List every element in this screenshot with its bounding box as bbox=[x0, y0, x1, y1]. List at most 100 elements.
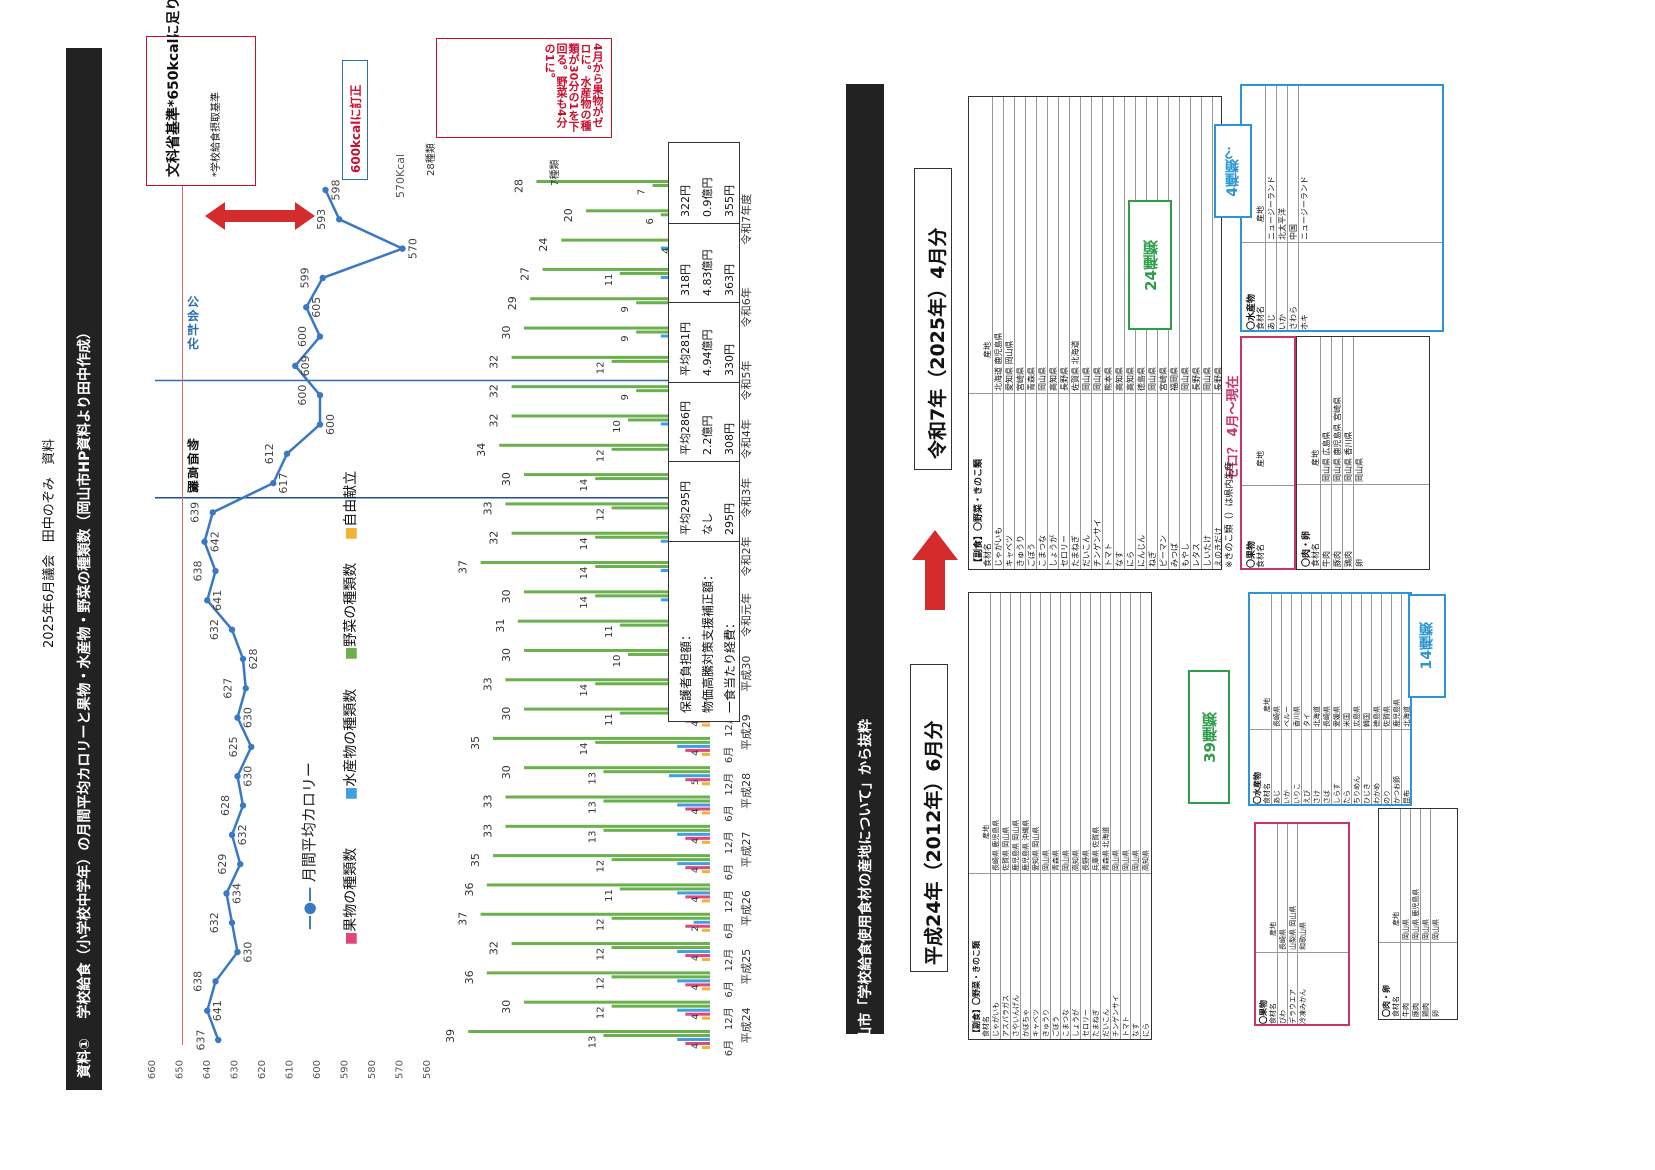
bar-野菜の種類数 bbox=[595, 682, 710, 686]
vegetable-label: 14 bbox=[579, 596, 590, 609]
food-name-cell: 冷凍みかん bbox=[1299, 989, 1307, 1024]
year-tick-label: 平成28 bbox=[740, 773, 753, 809]
calorie-point bbox=[234, 948, 241, 956]
table-row-line bbox=[1069, 97, 1070, 569]
bar-野菜の種類数 bbox=[595, 477, 710, 481]
table-row-line bbox=[1070, 593, 1071, 1039]
table-row-line bbox=[1014, 97, 1015, 569]
vegetable-label: 12 bbox=[596, 977, 607, 990]
calorie-point bbox=[319, 274, 326, 282]
table-row-line bbox=[1025, 97, 1026, 569]
seafood-label: 4 bbox=[691, 955, 701, 961]
bar-果物の種類数 bbox=[685, 954, 710, 958]
table-row-line bbox=[1298, 86, 1299, 330]
table-row-line bbox=[1102, 97, 1103, 569]
legend-seafood: ■水産物の種類数 bbox=[343, 688, 359, 800]
table-row-line bbox=[1400, 809, 1401, 1019]
bar-total-label: 32 bbox=[488, 941, 501, 955]
table-row-line bbox=[1080, 593, 1081, 1039]
vegetable-label: 13 bbox=[587, 830, 598, 843]
table-col-line bbox=[1242, 485, 1294, 487]
calorie-point bbox=[228, 919, 236, 926]
table-row-line bbox=[1351, 594, 1352, 804]
bar-果物の種類数 bbox=[685, 748, 710, 752]
header-session-line: 2025年6月議会 田中のぞみ 資料 bbox=[38, 439, 57, 648]
calorie-value-label: 641 bbox=[211, 590, 224, 611]
vegetable-label: 12 bbox=[596, 948, 607, 961]
bar-total-label: 30 bbox=[500, 472, 513, 486]
calorie-point bbox=[237, 860, 244, 868]
vegetable-label: 6 bbox=[645, 218, 656, 224]
y-tick-label: 640 bbox=[202, 1060, 213, 1079]
month-tick-label: 6月 bbox=[723, 1040, 735, 1056]
bar-その他 bbox=[480, 561, 710, 565]
calorie-value-label: 632 bbox=[208, 912, 221, 933]
year-tick-label: 令和5年 bbox=[739, 361, 753, 401]
table-row-line bbox=[1353, 337, 1354, 569]
vegetable-label: 10 bbox=[612, 420, 623, 433]
bar-自由献立 bbox=[701, 870, 710, 874]
table-row-line bbox=[1036, 97, 1037, 569]
bar-total-label: 27 bbox=[519, 267, 532, 281]
seafood-label: 5 bbox=[691, 779, 701, 785]
table-row-line bbox=[1100, 593, 1101, 1039]
bar-野菜の種類数 bbox=[611, 1004, 710, 1008]
calorie-value-label: 600 bbox=[296, 385, 309, 406]
header-author: 田中のぞみ bbox=[42, 477, 57, 543]
calorie-value-label: 612 bbox=[263, 443, 276, 464]
bar-その他 bbox=[561, 238, 710, 242]
calorie-point bbox=[242, 685, 249, 692]
bar-水産物の種類数 bbox=[677, 1038, 710, 1041]
vegetable-label: 12 bbox=[596, 449, 607, 462]
bar-total-label: 34 bbox=[475, 443, 488, 457]
bar-total-label: 24 bbox=[537, 238, 550, 252]
table-row-line bbox=[990, 593, 991, 1039]
y-tick-label: 650 bbox=[175, 1060, 186, 1079]
table-row-line bbox=[1321, 594, 1322, 804]
month-tick-label: 6月 bbox=[723, 747, 735, 763]
cost-cell: 363円 bbox=[723, 264, 736, 297]
bar-total-label: 32 bbox=[488, 413, 501, 427]
origin-cell: ニュージーランド bbox=[1300, 175, 1309, 240]
bar-自由献立 bbox=[701, 987, 710, 991]
count-veg-r7: 24種類 bbox=[1128, 200, 1172, 330]
table-row-line bbox=[1168, 97, 1169, 569]
bar-果物の種類数 bbox=[685, 866, 710, 870]
calorie-value-label: 638 bbox=[192, 561, 205, 582]
calorie-point bbox=[234, 714, 241, 721]
bar-total-label: 37 bbox=[457, 912, 470, 926]
food-name-cell: ホキ bbox=[1300, 314, 1309, 330]
table-col-line bbox=[1379, 942, 1457, 944]
bar-自由献立 bbox=[701, 1046, 710, 1049]
vegetable-label: 9 bbox=[620, 335, 631, 341]
table-row-line bbox=[992, 97, 993, 569]
panel2-title-bar: 資料② 岡山市「学校給食使用食材の産地について」から抜粋 bbox=[846, 84, 884, 1114]
table-row-line bbox=[1179, 97, 1180, 569]
cost-cell: 295円 bbox=[723, 503, 736, 535]
year-tick-label: 令和6年 bbox=[739, 287, 753, 327]
count-sea-h24: 14種類 bbox=[1408, 594, 1446, 698]
origin-cell: 北海道 bbox=[1403, 705, 1411, 727]
bar-野菜の種類数 bbox=[611, 359, 710, 363]
month-tick-label: 12月 bbox=[723, 773, 735, 796]
panel1-title-bar: 資料① 学校給食（小学校中学年）の月間平均カロリーと果物・水産物・野菜の種類数（… bbox=[66, 48, 102, 1090]
bar-果物の種類数 bbox=[685, 807, 710, 811]
month-tick-label: 12月 bbox=[723, 1007, 735, 1030]
table-row-line bbox=[1297, 824, 1298, 1024]
table-row-line bbox=[1287, 86, 1288, 330]
table-row-line bbox=[1040, 593, 1041, 1039]
calorie-point bbox=[228, 626, 236, 633]
y-tick-label: 580 bbox=[367, 1060, 378, 1079]
bar-total-label: 30 bbox=[500, 765, 513, 779]
cost-cell: 平均281円 bbox=[679, 321, 692, 376]
table-row-line bbox=[1091, 97, 1092, 569]
table-row-line bbox=[1276, 86, 1277, 330]
vegetable-label: 12 bbox=[596, 1006, 607, 1019]
y-tick-label: 570 bbox=[395, 1060, 406, 1079]
table-col-line bbox=[1256, 952, 1348, 954]
calorie-point bbox=[270, 479, 277, 487]
y-tick-label: 600 bbox=[312, 1060, 323, 1079]
calorie-value-label: 600 bbox=[296, 326, 309, 347]
calorie-point bbox=[399, 245, 406, 252]
vegetable-label: 13 bbox=[587, 1036, 598, 1049]
